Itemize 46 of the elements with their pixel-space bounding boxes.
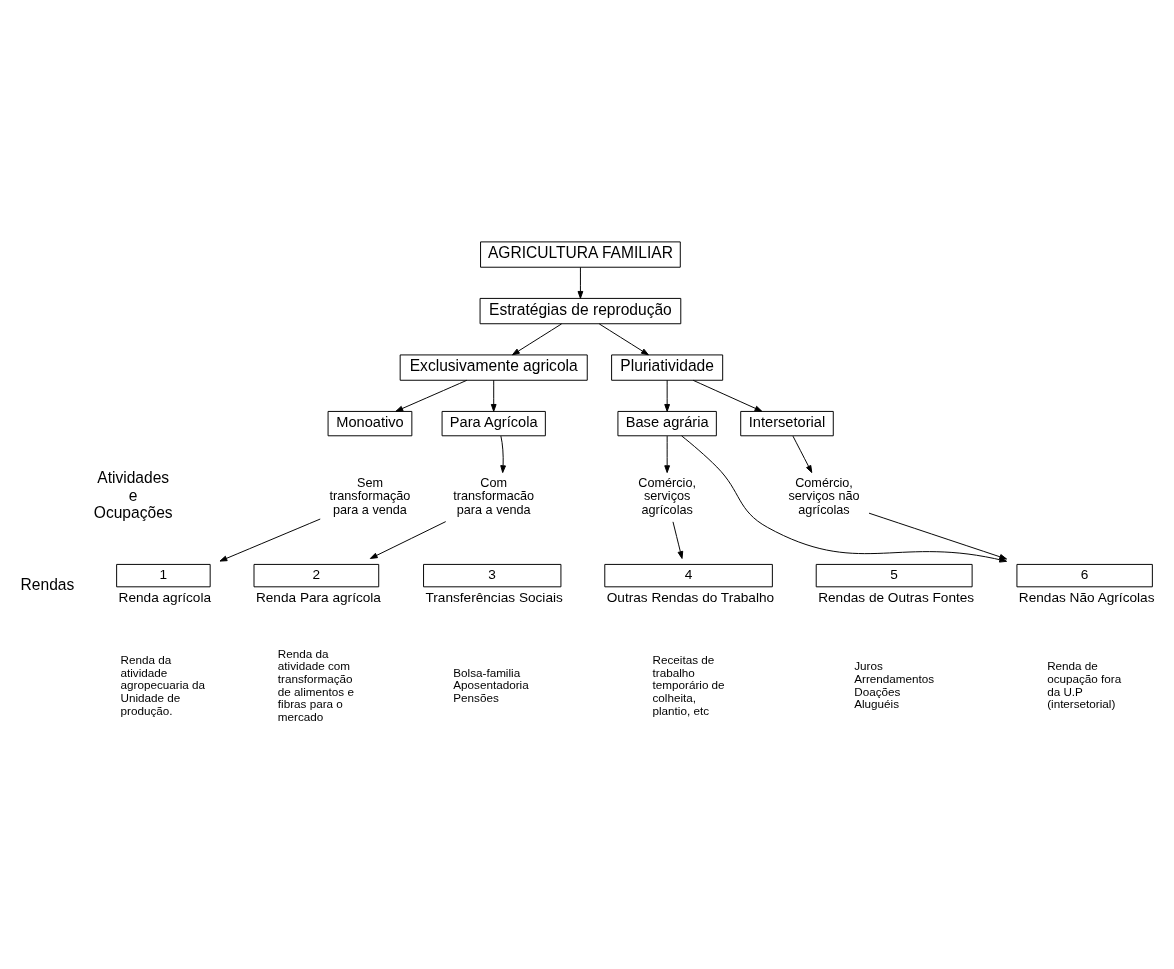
arrow (395, 379, 468, 412)
node-label: Rendas Não Agrícolas (1018, 589, 1155, 605)
node-text: Com transformacão para a venda (453, 475, 535, 517)
arrow (219, 518, 321, 562)
node-box: Pluriatividade (611, 353, 724, 381)
node-box: 6 (1016, 563, 1153, 587)
arrow (672, 520, 684, 559)
arrow (664, 379, 670, 412)
node-box: 2 (253, 563, 380, 587)
node-box: Monoativo (327, 410, 413, 436)
node-box: 3 (423, 563, 562, 587)
node-box: 4 (604, 563, 773, 587)
arrow (490, 379, 497, 412)
node-label: Transferências Sociais (425, 589, 563, 605)
node-box: 5 (815, 563, 973, 587)
node-box: 1 (116, 563, 211, 587)
arrow (512, 322, 563, 355)
label: Bolsa-familia Aposentadoria Pensões (453, 665, 529, 704)
label: Rendas (20, 575, 75, 593)
label: Receitas de trabalho temporário de colheita, plantio, etc (652, 652, 725, 717)
node-box: Exclusivamente agricola (399, 353, 588, 381)
arrow (664, 435, 670, 473)
node-label: Outras Rendas do Trabalho (606, 589, 775, 605)
node-label: Renda agrícola (118, 589, 211, 605)
node-box: AGRICULTURA FAMILIAR (480, 240, 681, 268)
node-box: Estratégias de reprodução (479, 297, 682, 324)
arrow (868, 512, 1008, 560)
arrow (500, 435, 506, 473)
node-box: Base agrária (617, 410, 717, 436)
node-text: Comércio, serviços não agrícolas (788, 475, 860, 517)
label: Juros Arrendamentos Doações Aluguéis (854, 658, 935, 710)
arrow (692, 379, 763, 412)
node-text: Sem transformação para a venda (329, 475, 411, 517)
arrow (598, 322, 649, 355)
label: Renda da atividade com transformação de alimentos e fibras para o mercado (277, 646, 354, 723)
label: Atividades e Ocupações (93, 468, 173, 521)
node-text: Comércio, serviços agrícolas (638, 475, 696, 517)
node-box: Para Agrícola (441, 410, 546, 436)
arrow (369, 520, 447, 559)
node-label: Rendas de Outras Fontes (818, 589, 975, 605)
arrow (792, 435, 813, 473)
arrow (577, 266, 584, 299)
label: Renda de ocupação fora da U.P (intersetorial) (1047, 658, 1122, 710)
node-box: Intersetorial (740, 410, 834, 436)
node-label: Renda Para agrícola (255, 589, 381, 605)
label: Renda da atividade agropecuaria da Unidade de produção. (120, 652, 206, 717)
